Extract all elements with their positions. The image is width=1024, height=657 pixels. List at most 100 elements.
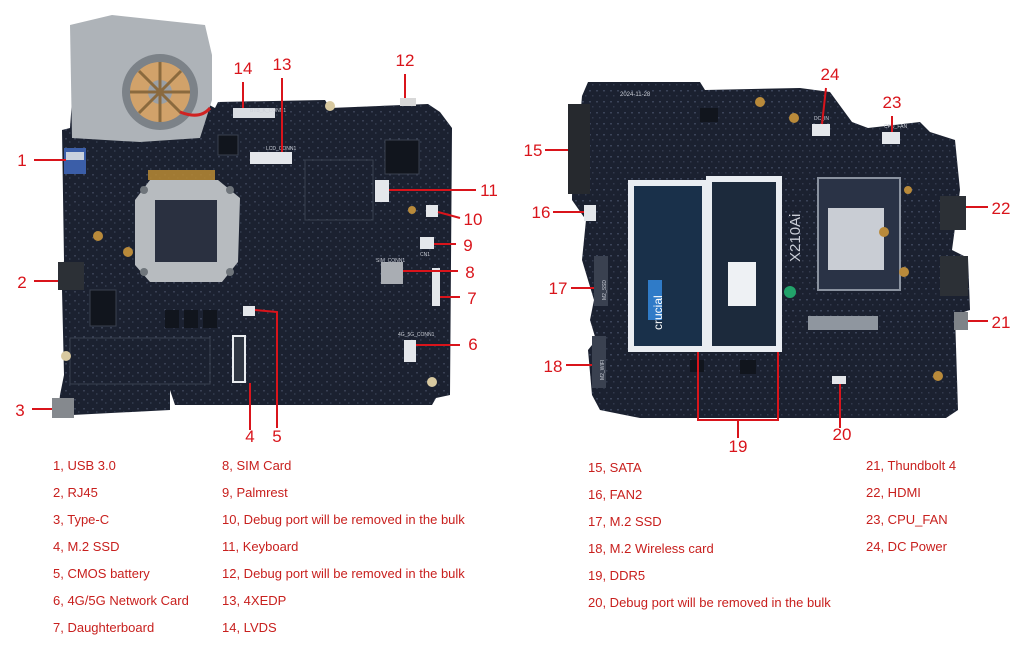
- legend-item-16: 16, FAN2: [588, 487, 643, 502]
- legend-item-24: 24, DC Power: [866, 539, 947, 554]
- edp-connector: [250, 152, 292, 164]
- callout-4: 4: [245, 427, 254, 446]
- callout-9: 9: [463, 236, 472, 255]
- cooling-fan: [70, 15, 212, 142]
- legend-item-12: 12, Debug port will be removed in the bu…: [222, 566, 465, 581]
- legend-item-5: 5, CMOS battery: [53, 566, 150, 581]
- rj45-port: [58, 262, 84, 290]
- callout-3: 3: [15, 401, 24, 420]
- lvds-connector: [233, 108, 275, 118]
- legend-item-22: 22, HDMI: [866, 485, 921, 500]
- silk-m2-wifi: M2_WIFI: [600, 360, 606, 380]
- hdmi-port: [940, 196, 966, 230]
- right-motherboard: [568, 82, 970, 418]
- callout-24: 24: [821, 65, 840, 84]
- callout-22: 22: [992, 199, 1011, 218]
- silk-cn1: CN1: [420, 252, 430, 258]
- legend-column-1: 1, USB 3.0 2, RJ45 3, Type-C 4, M.2 SSD …: [53, 452, 189, 641]
- silkscreen-text-layer: BTB_K_CONN1LCD_CONN1SIM_CONN14G_5G_CONN1…: [250, 92, 907, 380]
- callout-16: 16: [532, 203, 551, 222]
- m2-wireless-slot: [592, 336, 606, 388]
- callout-20: 20: [833, 425, 852, 444]
- legend-item-21: 21, Thundbolt 4: [866, 458, 957, 473]
- callout-leader-line: [821, 87, 827, 125]
- legend-item-4: 4, M.2 SSD: [53, 539, 120, 554]
- legend-item-20: 20, Debug port will be removed in the bu…: [588, 595, 831, 610]
- callout-23: 23: [883, 93, 902, 112]
- silk-m2-ssd: M2_SSD: [602, 280, 608, 300]
- legend-item-8: 8, SIM Card: [222, 458, 292, 473]
- callout-leader-line: [437, 211, 461, 219]
- usb-right-port: [940, 256, 968, 296]
- silk-btb-k-conn1: BTB_K_CONN1: [250, 108, 286, 114]
- callout-13: 13: [273, 55, 292, 74]
- silk-cpu-fan: CPU_FAN: [884, 124, 907, 130]
- fan2-connector: [584, 205, 596, 221]
- callout-6: 6: [468, 335, 477, 354]
- legend-item-19: 19, DDR5: [588, 568, 646, 583]
- legend-item-15: 15, SATA: [588, 460, 642, 475]
- keyboard-connector: [375, 180, 389, 202]
- cpu-fan-connector: [882, 132, 900, 144]
- legend-column-2: 8, SIM Card 9, Palmrest 10, Debug port w…: [222, 452, 465, 641]
- debug-port-12: [400, 98, 416, 106]
- sata-connector: [568, 104, 590, 194]
- debug-port-10: [426, 205, 438, 217]
- legend-item-10: 10, Debug port will be removed in the bu…: [222, 512, 465, 527]
- legend-item-18: 18, M.2 Wireless card: [588, 541, 714, 556]
- legend-item-2: 2, RJ45: [53, 485, 98, 500]
- silk-date: 2024-11-28: [620, 92, 651, 98]
- legend-item-11: 11, Keyboard: [222, 539, 299, 554]
- debug-port-20: [832, 376, 846, 384]
- callout-14: 14: [234, 59, 253, 78]
- callout-18: 18: [544, 357, 563, 376]
- legend-item-17: 17, M.2 SSD: [588, 514, 662, 529]
- kapton-tape: [148, 170, 215, 180]
- silk-x210ai: X210Ai: [787, 214, 804, 262]
- silk-crucial: crucial: [651, 295, 665, 330]
- m2-ssd-slot-right: [594, 256, 608, 306]
- legend-item-1: 1, USB 3.0: [53, 458, 116, 473]
- callout-8: 8: [465, 263, 474, 282]
- legend-item-6: 6, 4G/5G Network Card: [53, 593, 189, 608]
- callout-leader-line: [254, 309, 278, 428]
- legend-item-14: 14, LVDS: [222, 620, 277, 635]
- callout-5: 5: [272, 427, 281, 446]
- left-motherboard: [52, 15, 452, 418]
- callout-12: 12: [396, 51, 415, 70]
- usb-port: [64, 148, 86, 174]
- callout-7: 7: [467, 289, 476, 308]
- callout-10: 10: [464, 210, 483, 229]
- ddr5-modules: [628, 176, 782, 352]
- legend-item-13: 13, 4XEDP: [222, 593, 287, 608]
- sim-card-slot: [381, 262, 403, 284]
- callout-15: 15: [524, 141, 543, 160]
- legend-item-9: 9, Palmrest: [222, 485, 288, 500]
- legend-column-4: 21, Thundbolt 4 22, HDMI 23, CPU_FAN 24,…: [866, 452, 956, 560]
- cmos-battery-connector: [243, 306, 255, 316]
- legend-item-3: 3, Type-C: [53, 512, 110, 527]
- type-c-port: [52, 398, 74, 418]
- callout-1: 1: [17, 151, 26, 170]
- silk-4g-5g-conn1: 4G_5G_CONN1: [398, 332, 435, 338]
- cpu-die: [817, 177, 901, 291]
- legend-item-23: 23, CPU_FAN: [866, 512, 948, 527]
- cpu-bracket: [135, 180, 240, 282]
- callout-21: 21: [992, 313, 1011, 332]
- m2-ssd-slot-left: [232, 335, 246, 383]
- thunderbolt-port: [954, 312, 968, 330]
- callout-19: 19: [729, 437, 748, 456]
- cpu-silkscreen: [304, 159, 374, 221]
- silk-sim-conn1: SIM_CONN1: [376, 258, 405, 264]
- dc-power-connector: [812, 124, 830, 136]
- callout-11: 11: [480, 181, 498, 200]
- legend-item-7: 7, Daughterboard: [53, 620, 155, 635]
- callout-2: 2: [17, 273, 26, 292]
- palmrest-connector: [420, 237, 434, 249]
- legend-column-3: 15, SATA 16, FAN2 17, M.2 SSD 18, M.2 Wi…: [588, 454, 831, 616]
- daughterboard-connector: [432, 268, 440, 306]
- callout-17: 17: [549, 279, 568, 298]
